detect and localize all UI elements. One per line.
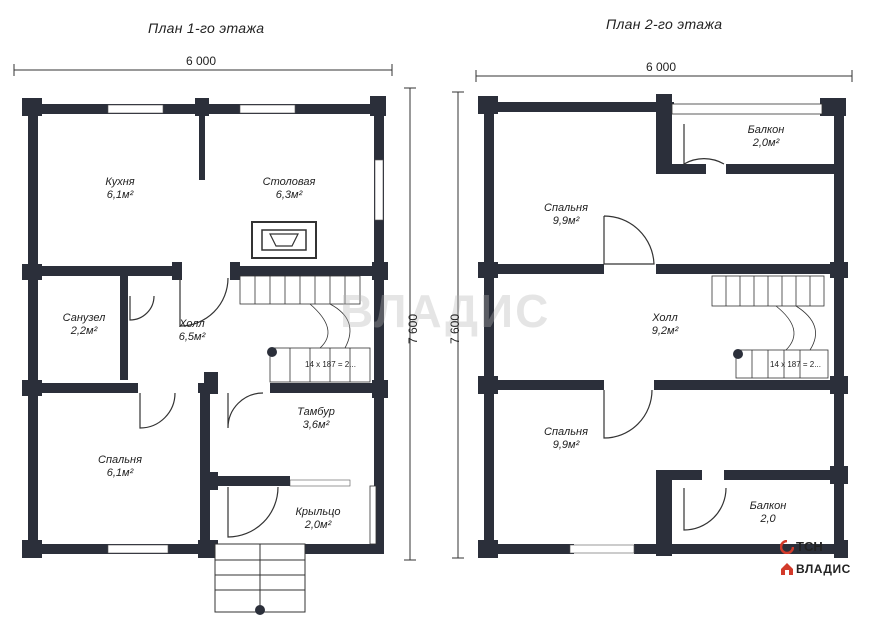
tsn-logo-icon xyxy=(780,540,794,554)
room-balcony-top: Балкон 2,0м² xyxy=(738,124,794,150)
room-hall-1-area: 6,5м² xyxy=(178,331,206,343)
room-bedroom-top-area: 9,9м² xyxy=(552,215,580,227)
room-bedroom-bottom-area: 9,9м² xyxy=(552,439,580,451)
room-balcony-bottom-name: Балкон xyxy=(749,500,787,512)
room-bathroom: Санузел 2,2м² xyxy=(56,312,112,338)
room-bedroom-bottom-name: Спальня xyxy=(544,426,588,438)
logo-line2: ВЛАДИС xyxy=(796,562,851,576)
room-bedroom-1: Спальня 6,1м² xyxy=(90,454,150,480)
stairs-label-2: 14 x 187 = 2... xyxy=(770,360,821,369)
floor1-width-dimension: 6 000 xyxy=(186,54,217,68)
stairs-label-1: 14 x 187 = 2... xyxy=(305,360,356,369)
room-porch-area: 2,0м² xyxy=(304,519,332,531)
room-balcony-bottom-area: 2,0 xyxy=(760,513,776,525)
room-vestibule-area: 3,6м² xyxy=(302,419,330,431)
room-vestibule: Тамбур 3,6м² xyxy=(288,406,344,432)
room-balcony-top-area: 2,0м² xyxy=(752,137,780,149)
room-hall-2-name: Холл xyxy=(652,312,678,324)
room-bedroom-top: Спальня 9,9м² xyxy=(536,202,596,228)
watermark: ВЛАДИС xyxy=(340,285,551,337)
room-bedroom-top-name: Спальня xyxy=(544,202,588,214)
floor1-plan xyxy=(13,64,416,615)
room-porch-name: Крыльцо xyxy=(295,506,341,518)
room-hall-1-name: Холл xyxy=(179,318,205,330)
room-balcony-bottom: Балкон 2,0 xyxy=(740,500,796,526)
room-hall-2-area: 9,2м² xyxy=(651,325,679,337)
room-kitchen-area: 6,1м² xyxy=(106,189,134,201)
floor1-height-dimension: 7 600 xyxy=(406,313,421,345)
logo-line1: ТСН xyxy=(796,539,823,554)
floor2-title: План 2-го этажа xyxy=(606,16,723,32)
room-porch: Крыльцо 2,0м² xyxy=(290,506,346,532)
logo: ТСН ВЛАДИС xyxy=(780,538,870,578)
room-balcony-top-name: Балкон xyxy=(747,124,785,136)
room-bathroom-area: 2,2м² xyxy=(70,325,98,337)
room-bedroom-bottom: Спальня 9,9м² xyxy=(536,426,596,452)
room-kitchen: Кухня 6,1м² xyxy=(98,176,142,202)
room-bedroom-1-name: Спальня xyxy=(98,454,142,466)
room-dining-area: 6,3м² xyxy=(275,189,303,201)
floor2-height-dimension: 7 600 xyxy=(448,313,463,345)
house-logo-icon xyxy=(781,563,793,575)
floor2-width-dimension: 6 000 xyxy=(646,60,677,74)
room-bedroom-1-area: 6,1м² xyxy=(106,467,134,479)
room-hall-2: Холл 9,2м² xyxy=(640,312,690,338)
floor2-plan xyxy=(452,70,853,559)
room-vestibule-name: Тамбур xyxy=(297,406,335,418)
room-dining-name: Столовая xyxy=(262,176,316,188)
room-kitchen-name: Кухня xyxy=(105,176,135,188)
room-bathroom-name: Санузел xyxy=(62,312,106,324)
floor1-title: План 1-го этажа xyxy=(148,20,265,36)
room-dining: Столовая 6,3м² xyxy=(254,176,324,202)
room-hall-1: Холл 6,5м² xyxy=(170,318,214,344)
